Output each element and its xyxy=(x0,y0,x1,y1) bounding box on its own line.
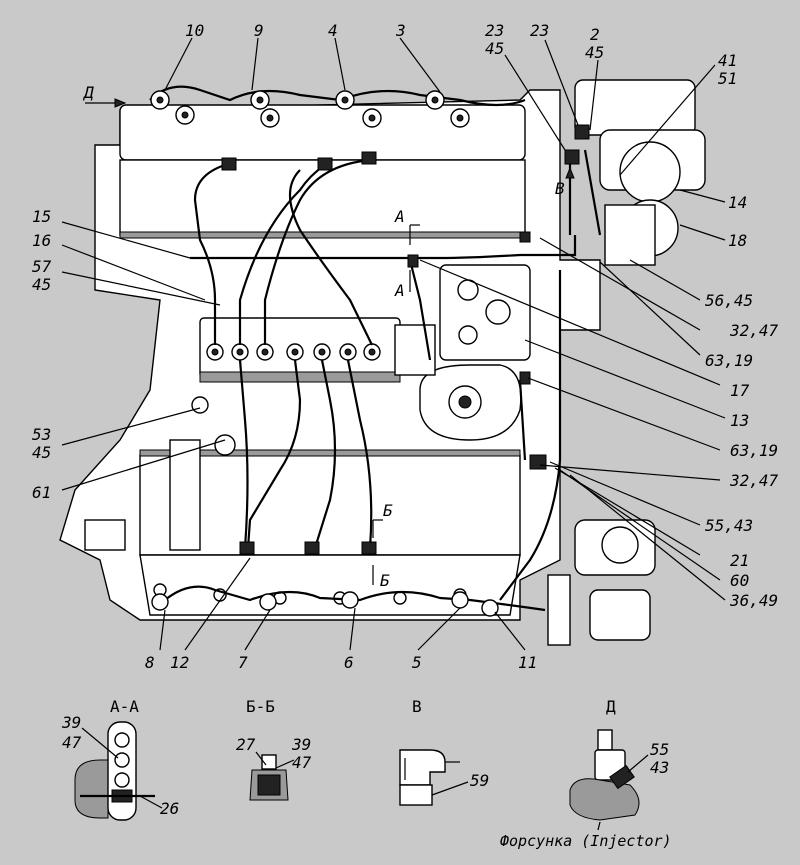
callout-45-c: 45 xyxy=(32,275,51,294)
view-arrow-v: В xyxy=(555,179,565,198)
view-arrow-d: Д xyxy=(82,83,94,102)
top-injectors xyxy=(150,90,470,171)
callout-14: 14 xyxy=(728,193,747,212)
callout-55-43: 55,43 xyxy=(705,516,753,535)
section-aa-label-39: 39 xyxy=(61,713,81,732)
callout-53: 53 xyxy=(32,425,51,444)
bottom-injectors xyxy=(151,541,499,617)
section-mark-b-bottom: Б xyxy=(380,571,390,590)
leader-lines xyxy=(61,37,726,651)
view-d-label-43: 43 xyxy=(650,758,669,777)
callout-2: 2 xyxy=(590,25,600,44)
view-v: В 59 xyxy=(399,697,489,806)
section-aa: А-А 39 47 26 xyxy=(61,697,179,821)
callout-51: 51 xyxy=(718,69,737,88)
section-bb-label-47: 47 xyxy=(292,753,312,772)
callout-61: 61 xyxy=(32,483,51,502)
callout-12: 12 xyxy=(170,653,189,672)
small-fittings xyxy=(191,124,590,470)
callout-5: 5 xyxy=(412,653,422,672)
view-v-title: В xyxy=(412,697,422,716)
callout-32-47-a: 32,47 xyxy=(729,321,779,340)
callout-17: 17 xyxy=(730,381,750,400)
callout-9: 9 xyxy=(254,21,264,40)
callout-32-47-b: 32,47 xyxy=(729,471,779,490)
callout-23-a: 23 xyxy=(485,21,504,40)
callout-6: 6 xyxy=(344,653,354,672)
section-aa-title: А-А xyxy=(110,697,139,716)
view-v-label-59: 59 xyxy=(470,771,489,790)
callout-57: 57 xyxy=(32,257,52,276)
callout-8: 8 xyxy=(145,653,155,672)
pump-outlets xyxy=(206,343,381,361)
view-d-title: Д xyxy=(606,697,616,716)
view-d: Д 55 43 Форсунка (Injector) xyxy=(500,697,672,850)
callout-13: 13 xyxy=(730,411,749,430)
callout-36-49: 36,49 xyxy=(729,591,778,610)
section-bb-label-39: 39 xyxy=(291,735,311,754)
section-aa-label-47: 47 xyxy=(62,733,82,752)
callout-10: 10 xyxy=(185,21,204,40)
callout-63-19-a: 63,19 xyxy=(705,351,753,370)
callout-15: 15 xyxy=(32,207,51,226)
callout-11: 11 xyxy=(518,653,537,672)
callout-21: 21 xyxy=(730,551,749,570)
section-bb: Б-Б 27 39 47 xyxy=(236,697,312,801)
engine-block xyxy=(59,79,706,646)
view-d-label-55: 55 xyxy=(650,740,669,759)
callout-45-b: 45 xyxy=(585,43,604,62)
callout-45-d: 45 xyxy=(32,443,51,462)
callout-23-b: 23 xyxy=(530,21,549,40)
section-bb-title: Б-Б xyxy=(246,697,275,716)
callout-63-19-b: 63,19 xyxy=(730,441,778,460)
callout-16: 16 xyxy=(32,231,51,250)
callout-45-a: 45 xyxy=(485,39,504,58)
callout-7: 7 xyxy=(238,653,248,672)
section-mark-a-bottom: А xyxy=(394,281,405,300)
callout-18: 18 xyxy=(728,231,747,250)
section-aa-label-26: 26 xyxy=(160,799,179,818)
section-mark-b-top: Б xyxy=(383,501,393,520)
callout-41: 41 xyxy=(718,51,737,70)
callout-60: 60 xyxy=(730,571,749,590)
injector-caption: Форсунка (Injector) xyxy=(500,832,672,850)
callout-labels: 10 9 4 3 23 45 23 2 45 41 51 Д В 14 18 1… xyxy=(32,21,779,672)
callout-56-45: 56,45 xyxy=(705,291,753,310)
callout-3: 3 xyxy=(395,21,406,40)
section-bb-label-27: 27 xyxy=(236,735,256,754)
callout-4: 4 xyxy=(328,21,338,40)
section-mark-a-top: А xyxy=(394,207,405,226)
